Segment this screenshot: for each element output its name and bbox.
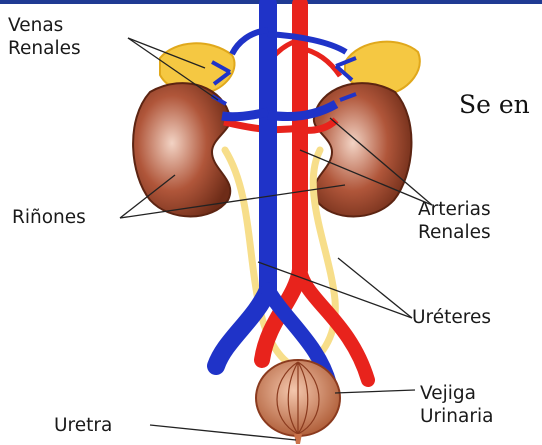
label-uretra: Uretra — [54, 414, 112, 437]
label-ureteres: Uréteres — [412, 306, 491, 329]
label-rinones: Riñones — [12, 206, 86, 229]
cropped-side-text: Se en — [459, 90, 530, 119]
label-venas-renales: Venas Renales — [8, 14, 81, 60]
label-venas-renales-line2: Renales — [8, 37, 81, 60]
label-arterias-renales-line2: Renales — [418, 221, 491, 244]
renal-vein-left — [222, 112, 268, 117]
urethra — [294, 434, 302, 444]
label-vejiga-urinaria-line1: Vejiga — [420, 382, 493, 405]
label-venas-renales-line1: Venas — [8, 14, 81, 37]
label-vejiga-urinaria: Vejiga Urinaria — [420, 382, 493, 428]
label-arterias-renales: Arterias Renales — [418, 198, 491, 244]
label-arterias-renales-line1: Arterias — [418, 198, 491, 221]
label-vejiga-urinaria-line2: Urinaria — [420, 405, 493, 428]
